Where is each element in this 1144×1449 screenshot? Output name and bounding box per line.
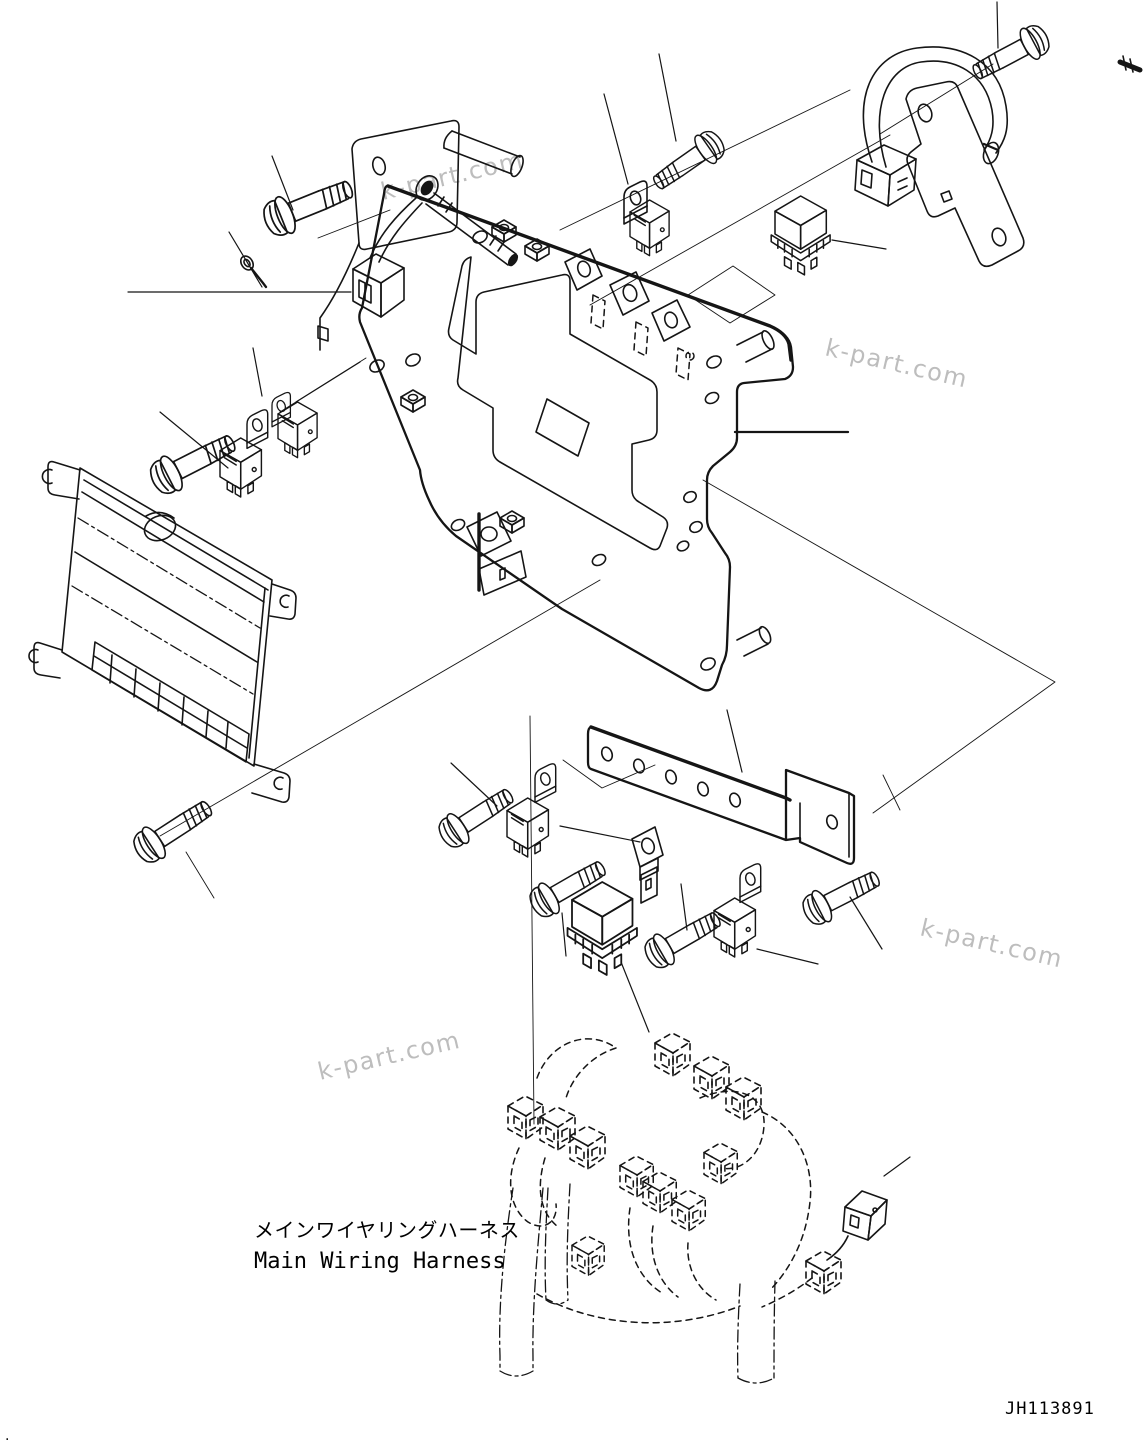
hex-bolt-top-right: [966, 19, 1055, 90]
drawing-code: JH113891: [1005, 1399, 1095, 1419]
panel-bottom-tab: [466, 511, 527, 596]
stud-pin: [415, 175, 519, 267]
watermark-4: k-part.com: [315, 1026, 463, 1086]
hex-bolt: [523, 851, 613, 923]
panel-pins: [736, 329, 775, 657]
controller-unit: [28, 460, 297, 803]
watermark-2: k-part.com: [823, 334, 971, 394]
weld-nut: [499, 510, 525, 534]
watermarks: k-part.com k-part.com k-part.com k-part.…: [315, 146, 1066, 1086]
main-panel: [358, 184, 795, 692]
flasher-relay: [566, 881, 638, 976]
harness-label-english: Main Wiring Harness: [254, 1249, 506, 1274]
main-wiring-harness: [499, 1032, 888, 1384]
relay-group-lower: [432, 763, 887, 976]
stray-dot: .: [5, 1428, 9, 1444]
wired-connector: [352, 197, 423, 318]
weld-nut: [400, 389, 426, 413]
watermark-3: k-part.com: [918, 914, 1066, 974]
relay-group-left: [144, 391, 318, 501]
harness-bracket-assembly: [854, 46, 1143, 268]
panel-holes: [369, 230, 722, 671]
sub-bracket: [447, 256, 669, 551]
flasher-relay-top-right: [770, 195, 831, 276]
harness-connector-solid: [826, 1190, 888, 1261]
hex-bolt: [797, 861, 887, 931]
lower-mounting-bracket: [586, 725, 856, 865]
controller-mount-bolt: [127, 790, 220, 869]
leader-lines: [127, 1, 999, 1177]
hex-bolt-top-middle: [645, 125, 731, 199]
terminal-bracket: [631, 826, 664, 904]
harness-label-japanese: メインワイヤリングハーネス: [254, 1218, 520, 1242]
relay-mounting-pads: [564, 248, 695, 381]
watermark-1: k-part.com: [378, 146, 526, 206]
relay-top-middle: [623, 180, 670, 257]
upper-plate: [317, 119, 524, 351]
hex-bolt-top-left: [257, 169, 360, 242]
cable-connector: [854, 144, 917, 207]
